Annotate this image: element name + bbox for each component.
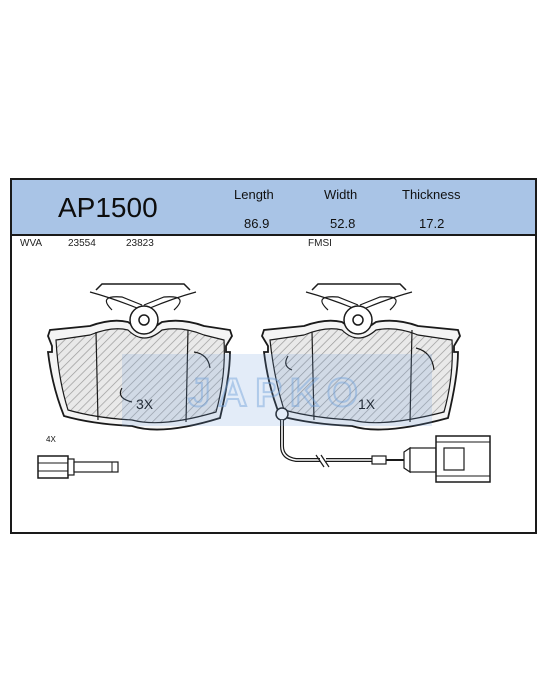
wear-sensor [275, 407, 491, 483]
width-label: Width [324, 187, 358, 202]
thickness-value: 17.2 [419, 216, 445, 231]
wva-label: WVA [20, 238, 43, 249]
part-code: AP1500 [58, 192, 158, 223]
pad-left-quantity: 3X [136, 396, 154, 412]
technical-drawing: 3X 1X [37, 283, 491, 483]
width-value: 52.8 [330, 216, 356, 231]
pad-right-quantity: 1X [358, 396, 376, 412]
watermark-text: JAPKO [188, 371, 366, 415]
wva-number-2: 23823 [126, 238, 154, 249]
fmsi-label: FMSI [308, 238, 332, 249]
bolt: 4X [37, 435, 119, 479]
length-label: Length [234, 187, 274, 202]
length-value: 86.9 [244, 216, 270, 231]
watermark: JAPKO [122, 354, 432, 426]
brake-pad-left: 3X [46, 283, 233, 431]
bolt-quantity: 4X [46, 435, 56, 444]
brake-pad-right: 1X [261, 283, 461, 431]
wva-number-1: 23554 [68, 238, 96, 249]
product-card: AP1500 Length 86.9 Width 52.8 Thickness … [10, 178, 537, 534]
thickness-label: Thickness [402, 187, 461, 202]
spec-header: AP1500 Length 86.9 Width 52.8 Thickness … [12, 180, 535, 236]
pad-friction-material-right [269, 328, 453, 424]
